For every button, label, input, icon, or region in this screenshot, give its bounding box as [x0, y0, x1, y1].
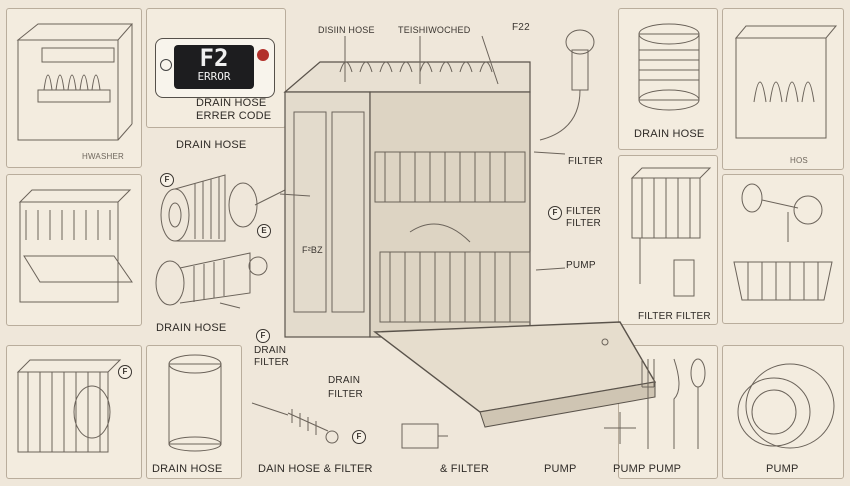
- label-pump-bottom-1: PUMP: [544, 463, 577, 475]
- drain-hose-coupling-illustration: [160, 174, 286, 242]
- drain-hose-cylinder-illustration: [168, 354, 222, 452]
- panel-dishwasher-top-right: [722, 8, 844, 170]
- label-pump-mid: PUMP: [566, 260, 596, 271]
- filter-rack-illustration: [733, 183, 833, 301]
- drain-hose-spool-illustration: [638, 23, 700, 111]
- dishwasher-small-illustration: [734, 25, 838, 139]
- label-and-filter: & FILTER: [440, 463, 490, 475]
- warning-icon: [257, 49, 269, 61]
- label-hos: HOS: [790, 156, 808, 165]
- label-drain-hose-top-right: DRAIN HOSE: [634, 128, 705, 140]
- tag-f-drain: F: [256, 329, 270, 343]
- pump-valve-illustration: [604, 412, 636, 444]
- pump-box-illustration: [401, 423, 448, 449]
- error-screen: F2 ERROR: [174, 45, 254, 89]
- label-dain-hose-filter: DAIN HOSE & FILTER: [258, 463, 373, 475]
- tag-f-left: F: [160, 173, 174, 187]
- panel-drain-hose-cylinder: [146, 345, 242, 479]
- filter-cage-illustration: [630, 167, 712, 297]
- label-drain-hose-left: DRAIN HOSE: [176, 139, 247, 151]
- label-fbz: F²BZ: [302, 245, 323, 255]
- label-drain-hose-error-1: DRAIN HOSE: [196, 97, 267, 109]
- label-drain-filter-b2: FILTER: [328, 389, 363, 400]
- tag-f-center: F: [548, 206, 562, 220]
- label-disiin-hose: DISIIN HOSE: [318, 25, 375, 35]
- label-drain-hose-bottom-left: DRAIN HOSE: [152, 463, 223, 475]
- tag-f-bottom: F: [352, 430, 366, 444]
- rack-with-plates-illustration: [16, 359, 122, 453]
- panel-plates: [722, 345, 844, 479]
- label-pump-pump: PUMP PUMP: [613, 463, 682, 475]
- plates-illustration: [737, 363, 835, 449]
- label-drain-hose-error-2: ERRER CODE: [196, 110, 272, 122]
- power-button-icon[interactable]: [160, 59, 172, 71]
- label-pump-bottom-right: PUMP: [766, 463, 799, 475]
- dishwasher-open-illustration: [18, 189, 133, 303]
- error-display-panel: F2 ERROR: [155, 38, 275, 98]
- error-code: F2: [199, 44, 229, 72]
- label-filter-right: FILTER: [568, 156, 603, 167]
- panel-dishwasher-rack: [6, 8, 142, 168]
- label-washer: HWASHER: [82, 152, 124, 161]
- drain-hose-assembly-illustration: [155, 252, 268, 309]
- main-dishwasher-illustration: [283, 61, 657, 428]
- panel-filter-filter: [618, 155, 718, 325]
- drain-hose-filter-illustration: [251, 402, 339, 444]
- label-f22: F22: [512, 22, 530, 33]
- panel-drain-hose-top: [618, 8, 718, 150]
- utensils-illustration: [641, 358, 706, 449]
- label-drain-filter-2: FILTER: [254, 357, 289, 368]
- dishwasher-rack-illustration: [16, 23, 134, 141]
- tag-e-left: E: [257, 224, 271, 238]
- label-drain-hose-mid-left: DRAIN HOSE: [156, 322, 227, 334]
- tag-f-bottom-left: F: [118, 365, 132, 379]
- label-drain-filter-1: DRAIN: [254, 345, 287, 356]
- panel-dishwasher-open: [6, 174, 142, 326]
- label-drain-filter-b1: DRAIN: [328, 375, 361, 386]
- label-filter-filter-2: FILTER FILTER: [638, 311, 711, 322]
- label-filter-filter: FILTER FILTER: [566, 206, 601, 229]
- drain-hose-pipe-illustration: [539, 29, 595, 141]
- label-teishiwoched: TEISHIWOCHED: [398, 25, 471, 35]
- error-word: ERROR: [197, 70, 231, 83]
